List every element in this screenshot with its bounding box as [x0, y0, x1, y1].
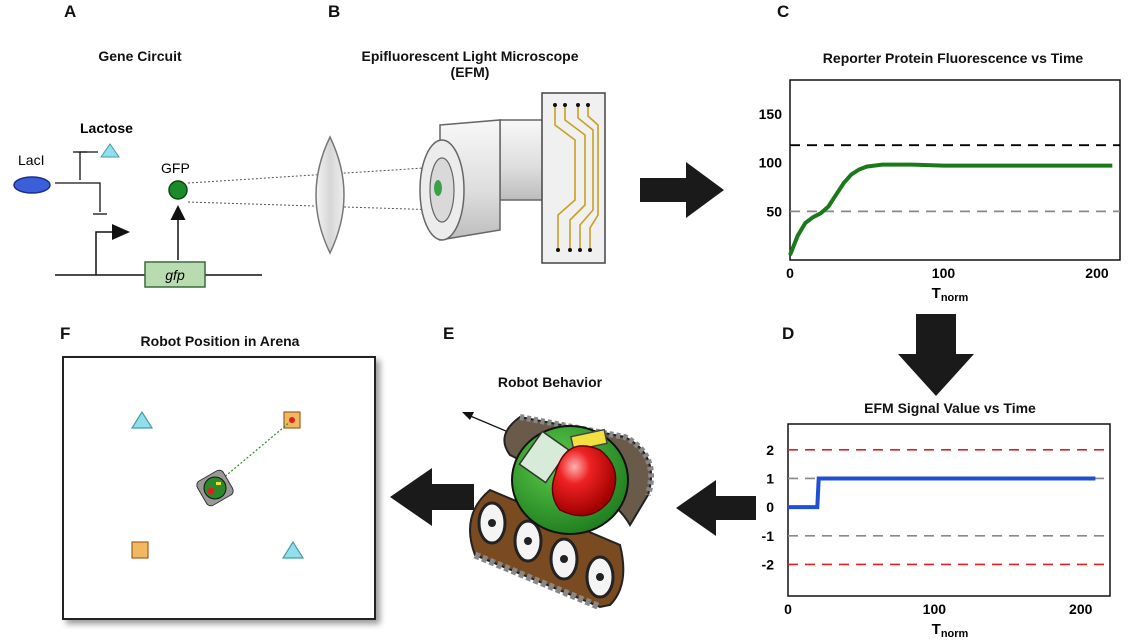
robot-lower-track	[469, 488, 625, 611]
lactose-label: Lactose	[80, 120, 133, 136]
fluorescence-chart: 50 100 150 0 100 200 Tnorm	[759, 79, 1121, 304]
panel-letter-c: C	[777, 2, 790, 21]
signal-chart: 2 1 0 -1 -2 0 100 200 Tnorm	[762, 423, 1111, 640]
laci-protein-icon	[13, 176, 51, 194]
arena-robot-icon	[196, 469, 234, 507]
arrow-e-to-f	[390, 468, 474, 526]
robot-illustration	[462, 412, 655, 611]
panel-letter-a: A	[64, 2, 77, 21]
fluorescence-chart-title: Reporter Protein Fluorescence vs Time	[822, 50, 1084, 66]
fluorescence-plot-frame	[789, 79, 1121, 261]
efm-title-line2: (EFM)	[450, 64, 490, 80]
gene-circuit-title: Gene Circuit	[98, 48, 182, 64]
gfp-spot-icon	[434, 180, 442, 196]
panel-letter-f: F	[60, 324, 71, 343]
signal-ytick-label: 2	[766, 442, 774, 458]
lactose-triangle-icon	[130, 410, 154, 429]
signal-ytick-label: 0	[766, 499, 774, 515]
gfp-gene-label: gfp	[165, 267, 185, 283]
circuit-board-icon	[541, 92, 606, 264]
gene-circuit-diagram: LacI Lactose gfp GFP	[13, 120, 262, 288]
signal-ytick-label: -2	[762, 556, 775, 572]
laci-repression-line	[55, 182, 101, 212]
arena-title: Robot Position in Arena	[140, 333, 300, 349]
robot-red-dome	[551, 445, 617, 517]
promoter-arrow-icon	[95, 231, 118, 275]
efm-title-line1: Epifluorescent Light Microscope	[361, 48, 579, 64]
gfp-protein-icon	[168, 180, 188, 200]
efm-title: Epifluorescent Light Microscope (EFM)	[320, 48, 620, 80]
panel-letter-b: B	[328, 2, 341, 21]
fluorescence-series-line	[788, 162, 1113, 256]
microscope-diagram	[187, 92, 606, 264]
food-square-icon	[131, 541, 149, 559]
arrow-c-to-d	[898, 314, 974, 396]
fluorescence-xaxis-label: Tnorm	[932, 285, 969, 304]
fluorescence-xtick-label: 0	[786, 265, 794, 281]
lactose-triangle-icon	[281, 540, 305, 559]
fluorescence-ytick-label: 150	[759, 106, 783, 122]
fluorescence-xtick-label: 100	[932, 265, 956, 281]
robot-target-path	[215, 421, 291, 485]
fluorescence-ytick-label: 100	[759, 155, 783, 171]
lactose-inhibition-line	[79, 151, 98, 180]
signal-xtick-label: 0	[784, 601, 792, 617]
arena-contents	[130, 410, 305, 559]
signal-ytick-label: 1	[766, 470, 774, 486]
panel-letter-d: D	[782, 324, 795, 343]
signal-series-line	[788, 476, 1096, 510]
gfp-label: GFP	[161, 160, 190, 176]
signal-chart-title: EFM Signal Value vs Time	[864, 400, 1036, 416]
fluorescence-xtick-label: 200	[1085, 265, 1109, 281]
lens-icon	[315, 135, 345, 255]
lactose-triangle-icon	[100, 143, 120, 158]
arrow-d-to-e	[676, 480, 756, 536]
signal-plot-frame	[787, 423, 1111, 597]
signal-xtick-label: 100	[923, 601, 947, 617]
panel-letter-e: E	[443, 324, 455, 343]
signal-xtick-label: 200	[1069, 601, 1093, 617]
gfp-gene-box	[144, 261, 206, 288]
fluorescence-ytick-label: 50	[766, 203, 782, 219]
signal-ytick-label: -1	[762, 528, 775, 544]
arrow-b-to-c	[640, 162, 724, 218]
signal-xaxis-label: Tnorm	[932, 621, 969, 640]
robot-behavior-title: Robot Behavior	[497, 374, 603, 390]
laci-label: LacI	[18, 152, 44, 168]
